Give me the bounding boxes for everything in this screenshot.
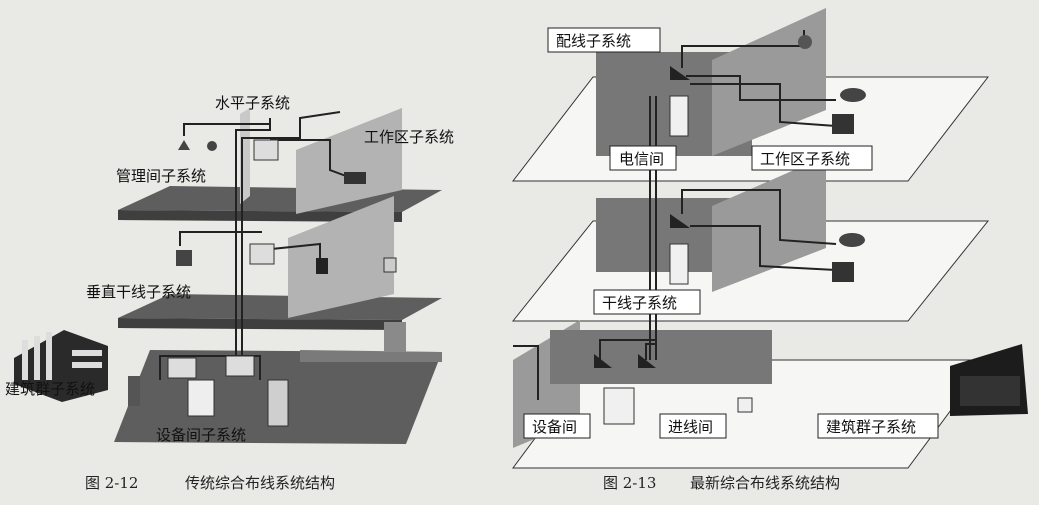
left-diagram: 水平子系统 工作区子系统 管理间子系统 垂直干线子系统 建筑群子系统 设备间子系…: [5, 94, 454, 492]
label-equipment-room: 设备间: [532, 418, 577, 436]
label-building-group-subsystem-right: 建筑群子系统: [826, 418, 916, 436]
left-building-icon: [14, 330, 108, 402]
label-management-subsystem: 管理间子系统: [116, 167, 206, 185]
left-floor-3: [118, 108, 442, 222]
label-work-area-subsystem-right: 工作区子系统: [760, 150, 850, 168]
right-building-icon: [950, 344, 1028, 416]
left-riser-cables: [159, 111, 347, 380]
label-distribution-subsystem: 配线子系统: [556, 32, 631, 50]
left-caption: 图 2-12 传统综合布线系统结构: [85, 474, 335, 492]
label-work-area-subsystem: 工作区子系统: [364, 128, 454, 146]
left-labels: 水平子系统 工作区子系统 管理间子系统 垂直干线子系统 建筑群子系统 设备间子系…: [5, 94, 454, 444]
label-telecom-room: 电信间: [619, 150, 664, 168]
right-cables: [513, 30, 837, 400]
right-caption-title: 最新综合布线系统结构: [690, 474, 840, 492]
label-horizontal-subsystem: 水平子系统: [215, 94, 290, 112]
right-label-boxes: [523, 27, 939, 439]
label-vertical-subsystem: 垂直干线子系统: [86, 283, 191, 301]
left-caption-title: 传统综合布线系统结构: [185, 474, 335, 492]
right-caption-number: 图 2-13: [603, 474, 656, 492]
label-backbone-subsystem: 干线子系统: [602, 294, 677, 312]
right-end-devices: [798, 35, 866, 282]
label-equipment-room-subsystem: 设备间子系统: [156, 426, 246, 444]
right-labels: 配线子系统 电信间 工作区子系统 干线子系统 设备间 进线间 建筑群子系统: [532, 32, 916, 436]
label-entrance-room: 进线间: [668, 418, 713, 436]
right-cabinets: [594, 66, 690, 368]
left-patch-panels: [128, 139, 397, 427]
right-caption: 图 2-13 最新综合布线系统结构: [603, 474, 840, 492]
label-building-group-subsystem: 建筑群子系统: [5, 380, 95, 398]
right-floor-ground: [512, 320, 989, 469]
left-caption-number: 图 2-12: [85, 474, 138, 492]
right-diagram: 配线子系统 电信间 工作区子系统 干线子系统 设备间 进线间 建筑群子系统 图 …: [511, 8, 1028, 492]
left-floor-2: [118, 196, 442, 330]
